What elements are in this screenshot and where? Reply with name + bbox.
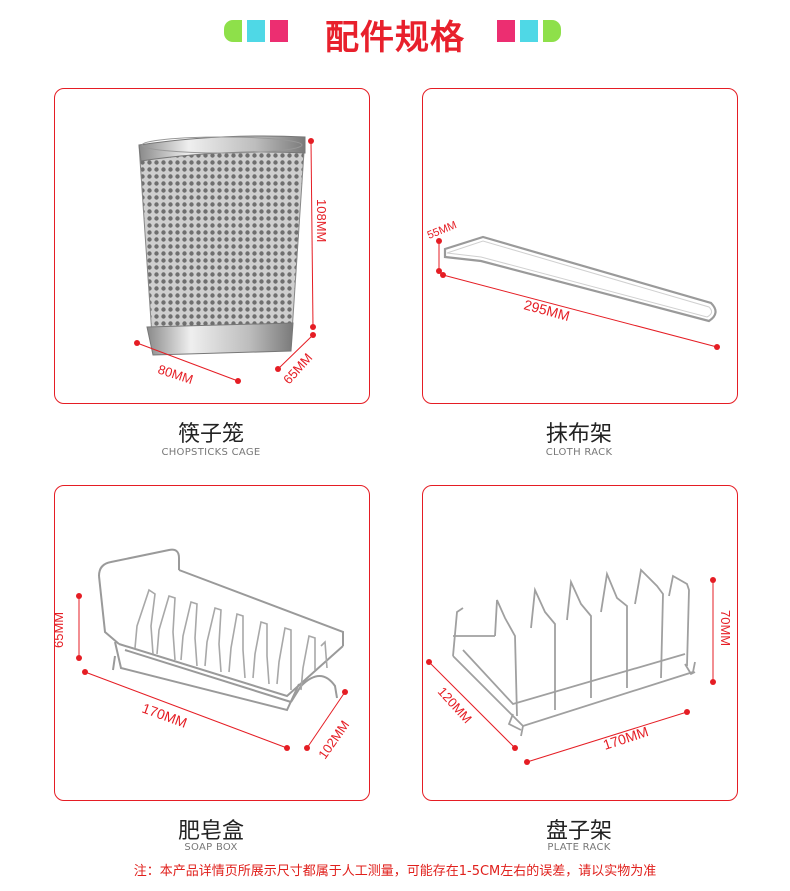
product-name-cn: 抹布架 xyxy=(545,422,612,447)
product-card-cloth-rack: 55MM 295MM xyxy=(422,88,738,404)
height-label: 55MM xyxy=(426,219,459,242)
depth-label: 102MM xyxy=(315,718,352,762)
cyan-square-icon xyxy=(247,20,265,42)
soap-box-image: 65MM 170MM 102MM xyxy=(55,548,352,762)
header: 配件规格 xyxy=(0,0,790,66)
width-label: 170MM xyxy=(601,723,650,753)
product-name-cn: 盘子架 xyxy=(545,819,612,844)
product-name-cn: 筷子笼 xyxy=(177,422,244,447)
product-card-soap-box: 65MM 170MM 102MM xyxy=(54,485,370,801)
pink-square-icon xyxy=(270,20,288,42)
product-name-en: CLOTH RACK xyxy=(545,447,613,458)
pink-square-icon xyxy=(497,20,515,42)
height-label: 70MM xyxy=(718,610,733,646)
depth-label: 65MM xyxy=(280,350,315,387)
cyan-square-icon xyxy=(520,20,538,42)
page-title: 配件规格 xyxy=(325,18,465,58)
product-name-en: PLATE RACK xyxy=(547,842,611,853)
product-card-chopsticks-cage: 108MM 80MM 65MM xyxy=(54,88,370,404)
green-square-icon xyxy=(543,20,561,42)
width-label: 80MM xyxy=(156,362,195,387)
width-label: 170MM xyxy=(140,700,189,731)
cloth-rack-image: 55MM 295MM xyxy=(426,219,720,350)
height-label: 108MM xyxy=(314,199,329,242)
plate-rack-image: 70MM 120MM 170MM xyxy=(426,568,733,765)
product-name-en: SOAP BOX xyxy=(184,842,238,853)
length-label: 295MM xyxy=(522,296,571,324)
product-card-plate-rack: 70MM 120MM 170MM xyxy=(422,485,738,801)
measurement-note: 注：本产品详情页所展示尺寸都属于人工测量，可能存在1-5CM左右的误差，请以实物… xyxy=(133,864,657,879)
green-square-icon xyxy=(224,20,242,42)
product-name-cn: 肥皂盒 xyxy=(177,819,244,844)
depth-label: 120MM xyxy=(435,684,475,726)
height-label: 65MM xyxy=(55,612,66,648)
chopsticks-cage-image: 108MM 80MM 65MM xyxy=(134,135,329,387)
product-name-en: CHOPSTICKS CAGE xyxy=(161,447,261,458)
